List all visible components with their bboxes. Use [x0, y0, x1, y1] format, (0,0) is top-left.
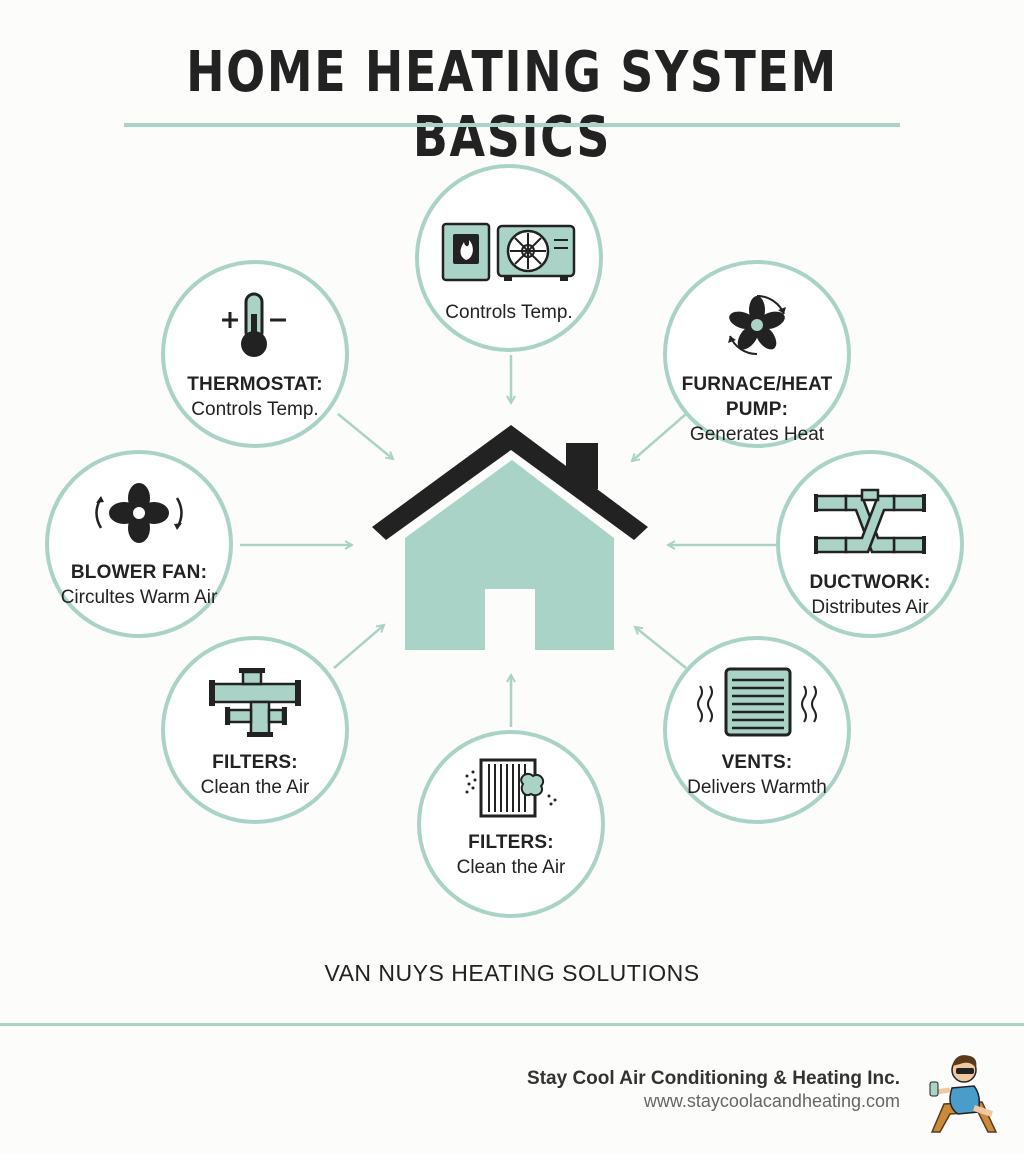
node-furnace-text: FURNACE/HEAT PUMP: Generates Heat	[667, 372, 847, 447]
node-filters-left-desc: Clean the Air	[200, 777, 310, 798]
node-blower-fan-text: BLOWER FAN: Circultes Warm Air	[49, 560, 229, 610]
node-blower-fan-head: BLOWER FAN:	[70, 562, 208, 583]
node-filters-left-head: FILTERS:	[212, 752, 298, 773]
node-filters-bottom-desc: Clean the Air	[456, 857, 566, 878]
ductwork-icon	[814, 488, 926, 554]
node-filters-left-text: FILTERS: Clean the Air	[165, 750, 345, 800]
node-thermostat-desc: Controls Temp.	[191, 399, 319, 420]
node-furnace-desc: Generates Heat	[689, 424, 825, 445]
house-icon	[372, 425, 648, 650]
company-url[interactable]: www.staycoolacandheating.com	[643, 1091, 900, 1111]
node-filters-bottom-text: FILTERS: Clean the Air	[421, 830, 601, 880]
arrow-filters-left	[333, 625, 384, 669]
node-ductwork: DUCTWORK: Distributes Air	[776, 450, 964, 638]
node-heat-source-text: Controls Temp.	[419, 300, 599, 325]
footer-title: VAN NUYS HEATING SOLUTIONS	[324, 960, 700, 986]
pipe-filter-icon	[209, 668, 301, 737]
arrow-vents	[635, 627, 687, 669]
node-furnace-head: FURNACE/HEAT PUMP:	[681, 374, 833, 420]
node-filters-bottom-head: FILTERS:	[468, 832, 554, 853]
vent-icon	[697, 667, 817, 737]
title-underline	[124, 123, 900, 127]
furnace-and-heat-pump-icon	[441, 222, 576, 282]
node-vents-text: VENTS: Delivers Warmth	[667, 750, 847, 800]
node-thermostat-head: THERMOSTAT:	[187, 374, 323, 395]
thermostat-icon	[222, 292, 286, 357]
node-filters-left: FILTERS: Clean the Air	[161, 636, 349, 824]
node-vents-head: VENTS:	[721, 752, 793, 773]
node-vents: VENTS: Delivers Warmth	[663, 636, 851, 824]
node-furnace: FURNACE/HEAT PUMP: Generates Heat	[663, 260, 851, 448]
blower-fan-icon	[95, 483, 183, 543]
node-vents-desc: Delivers Warmth	[687, 777, 827, 798]
fan-rotation-icon	[728, 294, 786, 356]
node-ductwork-text: DUCTWORK: Distributes Air	[780, 570, 960, 620]
node-ductwork-desc: Distributes Air	[811, 597, 929, 618]
footer-divider	[0, 1023, 1024, 1026]
arrow-furnace	[632, 413, 687, 461]
mascot-logo-icon	[929, 1055, 998, 1133]
node-thermostat: THERMOSTAT: Controls Temp.	[161, 260, 349, 448]
arrow-thermostat	[337, 413, 393, 459]
company-name: Stay Cool Air Conditioning & Heating Inc…	[527, 1068, 900, 1089]
node-heat-source: Controls Temp.	[415, 164, 603, 352]
node-thermostat-text: THERMOSTAT: Controls Temp.	[165, 372, 345, 422]
air-filter-icon	[465, 758, 557, 818]
node-blower-fan: BLOWER FAN: Circultes Warm Air	[45, 450, 233, 638]
page-title: HOME HEATING SYSTEM BASICS	[186, 40, 838, 170]
node-heat-source-desc: Controls Temp.	[445, 302, 573, 323]
node-ductwork-head: DUCTWORK:	[809, 572, 931, 593]
node-filters-bottom: FILTERS: Clean the Air	[417, 730, 605, 918]
node-blower-fan-desc: Circultes Warm Air	[60, 587, 218, 608]
